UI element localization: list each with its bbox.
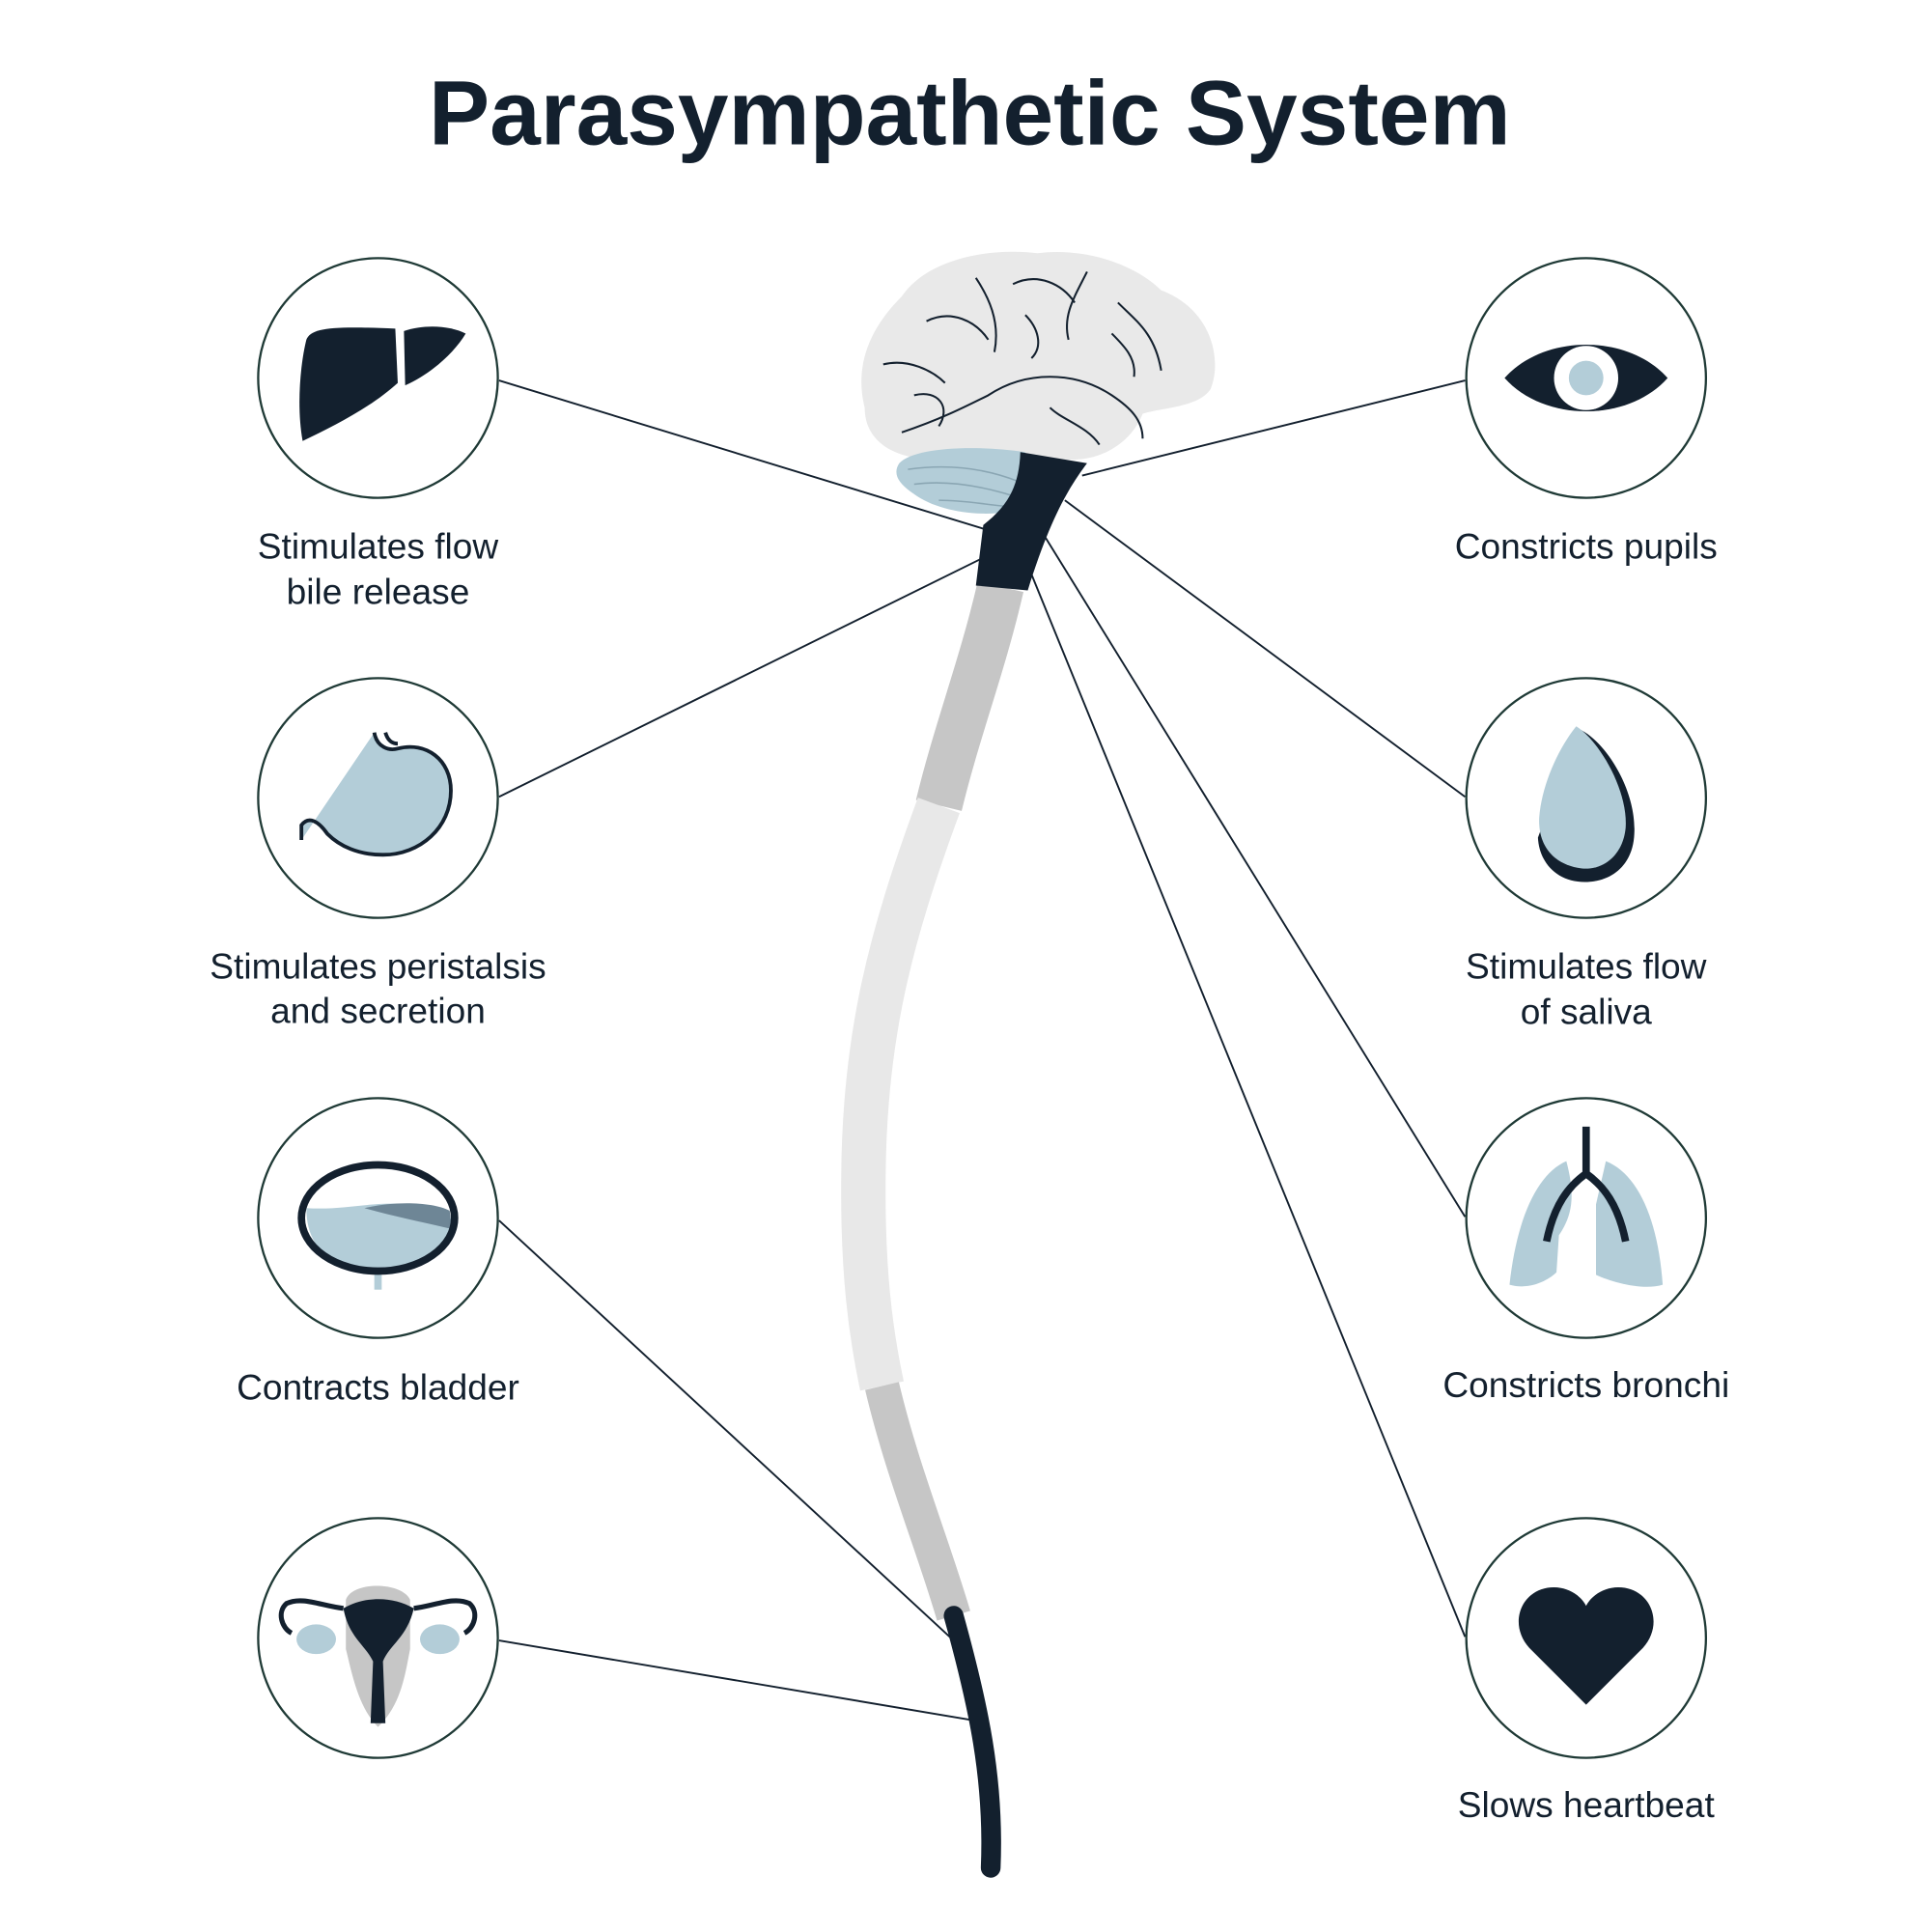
label-stomach-2: and secretion xyxy=(270,990,486,1030)
connector-lungs xyxy=(1043,534,1467,1218)
organ-heart: Slows heartbeat xyxy=(1458,1517,1716,1825)
spinal-cord xyxy=(841,581,1024,1878)
organ-saliva: Stimulates flow of saliva xyxy=(1465,677,1708,1032)
saliva-drop-icon xyxy=(1537,726,1635,882)
eye-icon xyxy=(1504,344,1668,412)
connector-heart xyxy=(1027,568,1467,1638)
stomach-icon xyxy=(299,732,453,857)
liver-icon xyxy=(299,326,466,441)
spine-thoracic xyxy=(841,798,960,1391)
organ-lungs: Constricts bronchi xyxy=(1442,1097,1729,1405)
label-eye: Constricts pupils xyxy=(1455,525,1718,566)
label-saliva-1: Stimulates flow xyxy=(1466,945,1707,986)
connector-saliva xyxy=(1064,499,1466,798)
spine-sacral xyxy=(943,1606,1001,1878)
label-liver-1: Stimulates flow xyxy=(258,525,499,566)
connector-stomach xyxy=(498,558,980,798)
organ-eye: Constricts pupils xyxy=(1455,257,1718,566)
organ-bladder: Contracts bladder xyxy=(237,1097,519,1408)
connector-eye xyxy=(1081,379,1466,477)
organ-stomach: Stimulates peristalsis and secretion xyxy=(210,677,546,1030)
organ-liver: Stimulates flow bile release xyxy=(257,257,499,612)
label-saliva-2: of saliva xyxy=(1521,992,1652,1032)
label-bladder: Contracts bladder xyxy=(237,1367,519,1408)
page-title: Parasympathetic System xyxy=(429,63,1511,165)
label-stomach-1: Stimulates peristalsis xyxy=(210,945,546,986)
heart-icon xyxy=(1518,1587,1654,1705)
spine-cervical xyxy=(915,581,1024,811)
label-lungs: Constricts bronchi xyxy=(1442,1364,1729,1405)
bladder-icon xyxy=(297,1161,459,1290)
connector-bladder xyxy=(498,1219,955,1641)
brain-icon xyxy=(861,251,1216,591)
spine-lumbar xyxy=(865,1382,970,1621)
label-heart: Slows heartbeat xyxy=(1458,1784,1716,1825)
label-liver-2: bile release xyxy=(287,572,470,612)
connector-liver xyxy=(498,379,984,530)
connector-uterus xyxy=(498,1639,976,1722)
lungs-icon xyxy=(1509,1126,1664,1287)
organ-uterus xyxy=(257,1517,499,1759)
connector-lines xyxy=(498,379,1467,1722)
brainstem xyxy=(975,452,1087,591)
uterus-icon xyxy=(278,1585,478,1727)
